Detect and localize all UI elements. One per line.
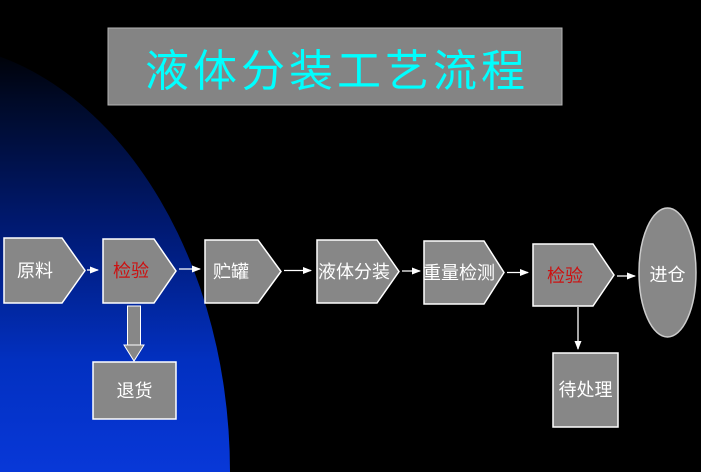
step-label-raw-material: 原料 — [17, 261, 53, 282]
step-label-liquid-filling: 液体分装 — [318, 262, 390, 283]
branch-pending: 待处理 — [552, 307, 619, 428]
step-label-warehouse: 进仓 — [650, 265, 686, 286]
step-label-weight-check: 重量检测 — [423, 263, 495, 284]
step-label-inspection-2: 检验 — [547, 266, 583, 287]
title-banner: 液体分装工艺流程 — [107, 27, 563, 106]
slide-title: 液体分装工艺流程 — [145, 46, 529, 97]
flow-step-raw-material: 原料 — [3, 237, 86, 304]
branch-label-return-goods: 退货 — [117, 381, 153, 402]
branch-label-pending: 待处理 — [559, 380, 613, 401]
flow-step-inspection-1: 检验 — [102, 238, 177, 304]
pentagon-arrow-shape — [532, 243, 615, 307]
ellipse-shape — [638, 207, 697, 338]
pentagon-arrow-shape — [204, 239, 282, 304]
pentagon-arrow-shape — [316, 239, 400, 304]
block-connector-arrowhead — [123, 344, 145, 362]
title-box — [107, 27, 563, 106]
rectangle-shape — [92, 361, 177, 420]
flow-step-storage-tank: 贮罐 — [204, 239, 282, 304]
pentagon-arrow-shape — [3, 237, 86, 304]
flow-step-weight-check: 重量检测 — [423, 240, 505, 305]
branch-return-goods: 退货 — [92, 305, 177, 420]
flow-step-liquid-filling: 液体分装 — [316, 239, 400, 304]
flow-step-inspection-2: 检验 — [532, 243, 615, 307]
step-label-inspection-1: 检验 — [113, 261, 149, 282]
step-label-storage-tank: 贮罐 — [213, 262, 249, 283]
pentagon-arrow-shape — [423, 240, 505, 305]
pentagon-arrow-shape — [102, 238, 177, 304]
rectangle-shape — [552, 352, 619, 428]
flow-step-warehouse: 进仓 — [638, 207, 697, 338]
block-connector-bar — [127, 305, 141, 346]
